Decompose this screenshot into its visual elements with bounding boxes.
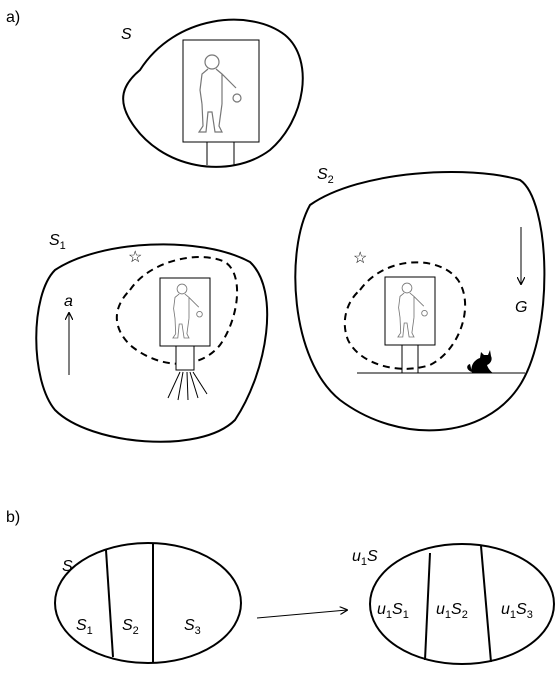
s1-dashed-region xyxy=(115,256,239,365)
part-u1s3: u1S3 xyxy=(501,601,533,621)
divider-1 xyxy=(105,549,114,658)
partition-u1s: u1S u1S1 u1S2 u1S3 xyxy=(352,543,555,665)
system-s2-label: S2 xyxy=(317,166,334,186)
mapping-arrow xyxy=(256,610,347,619)
set-u1s-label: u1S xyxy=(352,548,378,568)
u-divider-1 xyxy=(424,552,431,661)
system-s-boundary xyxy=(122,18,304,168)
cat-icon xyxy=(467,350,493,373)
system-s-label: S xyxy=(121,26,132,43)
system-s2: S2 ☆ G xyxy=(294,166,546,432)
set-s-ellipse xyxy=(54,542,242,664)
system-s1: S1 ☆ a xyxy=(35,232,269,443)
star-icon: ☆ xyxy=(128,249,142,266)
part-u1s1: u1S1 xyxy=(377,601,409,621)
part-u1s2: u1S2 xyxy=(436,601,468,621)
set-u1s-ellipse xyxy=(369,543,555,665)
s2-dashed-region xyxy=(343,261,467,370)
system-s2-boundary xyxy=(294,171,546,432)
partition-s: S S1 S2 S3 xyxy=(54,542,242,664)
system-s1-boundary xyxy=(35,243,269,443)
u-divider-2 xyxy=(480,545,492,663)
acceleration-label: a xyxy=(64,293,73,310)
part-s3: S3 xyxy=(184,617,201,637)
observer-frame-s2 xyxy=(384,276,436,373)
observer-frame-s1 xyxy=(159,277,211,371)
star-icon-s2: ☆ xyxy=(353,250,367,267)
part-s2: S2 xyxy=(122,617,139,637)
system-s-top: S xyxy=(121,18,304,168)
set-s-label: S xyxy=(62,558,73,575)
gravity-label: G xyxy=(515,299,527,316)
panel-a-label: a) xyxy=(6,9,20,26)
observer-frame-s xyxy=(182,39,260,165)
rocket-exhaust-lines xyxy=(167,371,208,401)
panel-b-label: b) xyxy=(6,509,20,526)
part-s1: S1 xyxy=(76,617,93,637)
system-s1-label: S1 xyxy=(49,232,66,252)
